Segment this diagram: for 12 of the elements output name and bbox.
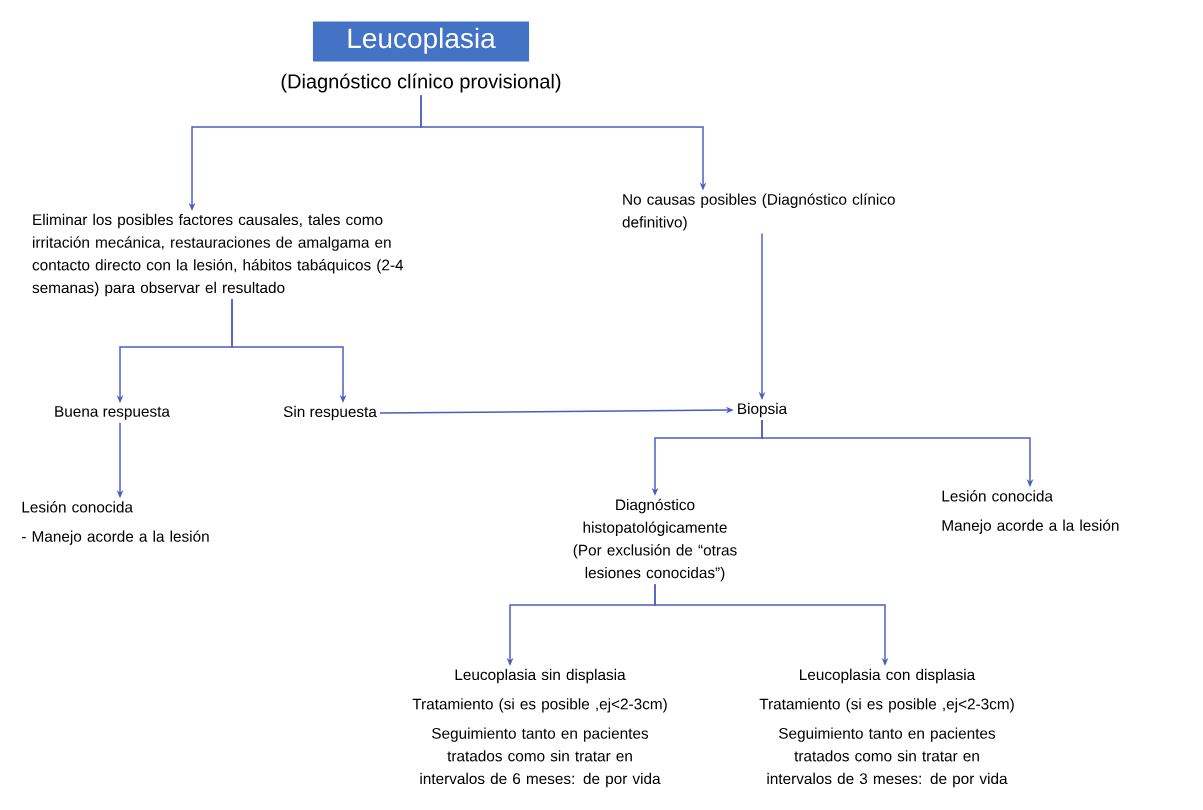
outcome-text: Buena respuesta xyxy=(55,406,170,420)
outcome-text: Diagnóstico histopatológicamente (Por exclusión de “otras lesiones conocidas”) xyxy=(573,498,737,582)
outcome-text: No causas posibles (Diagnóstico clínico definitivo) xyxy=(622,193,895,231)
step-text: Eliminar los posibles factores causales, tales como irritación mecánica, restauraciones de amalgama en contacto directo con la lesión, hábitos tabáquicos (2-4 semanas) para observar el resultado xyxy=(32,213,404,297)
title-block: Leucoplasia (Diagnóstico clínico provisional) xyxy=(281,21,561,93)
outcome-text: Leucoplasia con displasia Tratamiento (si es posible ,ej<2-3cm) Seguimiento tanto en pacientes tratados como sin tratar en intervalos de 3 meses: de por vida xyxy=(759,668,1014,788)
outcome-text: Leucoplasia sin displasia Tratamiento (si es posible ,ej<2-3cm) Seguimiento tanto en pacientes tratados como sin tratar en intervalos de 6 meses: de por vida xyxy=(412,668,667,788)
node-label: (Diagnóstico clínico provisional) xyxy=(281,73,561,93)
outcome-text: Lesión conocida - Manejo acorde a la lesión xyxy=(22,501,209,545)
outcome-text: Lesión conocida Manejo acorde a la lesión xyxy=(942,490,1119,534)
outcome-text: Biopsia xyxy=(738,402,788,418)
outcome-text: Sin respuesta xyxy=(283,405,377,421)
